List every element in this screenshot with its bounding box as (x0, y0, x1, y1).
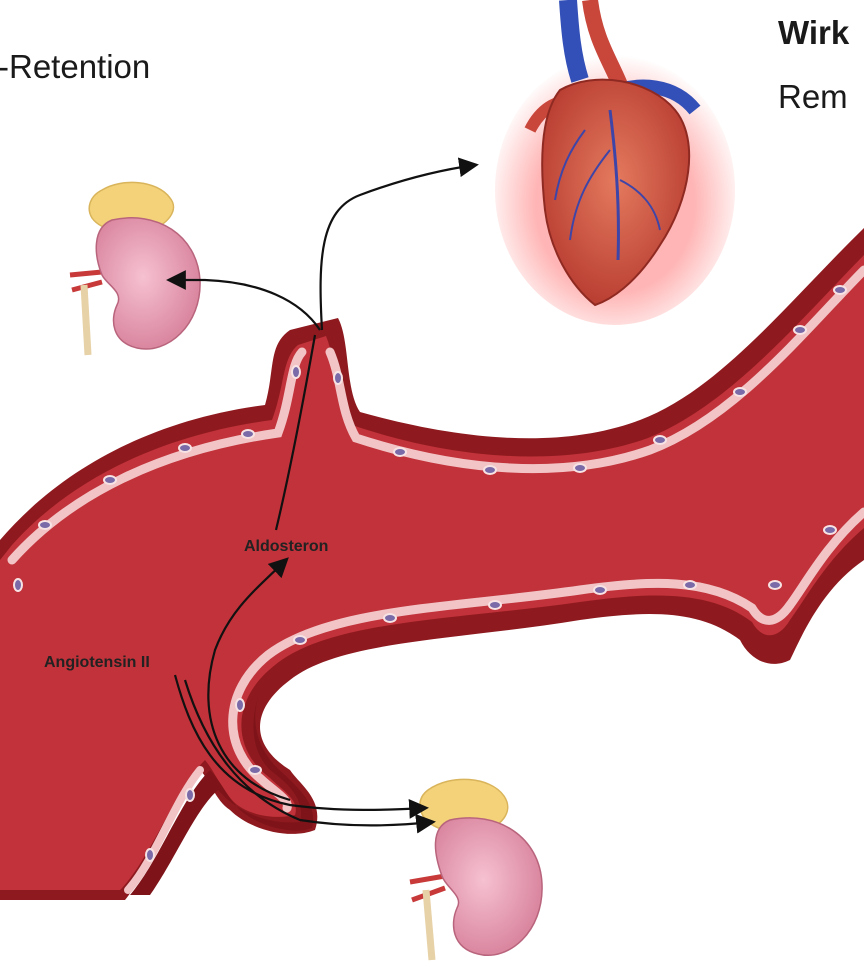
adrenal-kidney-icon (62, 180, 208, 360)
angiotensin-label: Angiotensin II (44, 654, 150, 672)
heart-icon (495, 0, 735, 325)
retention-text: -Retention (0, 48, 150, 86)
adrenal-kidney-icon (400, 772, 550, 963)
aldosteron-label: Aldosteron (244, 538, 328, 556)
rem-text: Rem (778, 78, 848, 116)
wirk-heading: Wirk (778, 14, 849, 52)
arrow-to-heart (321, 165, 475, 330)
